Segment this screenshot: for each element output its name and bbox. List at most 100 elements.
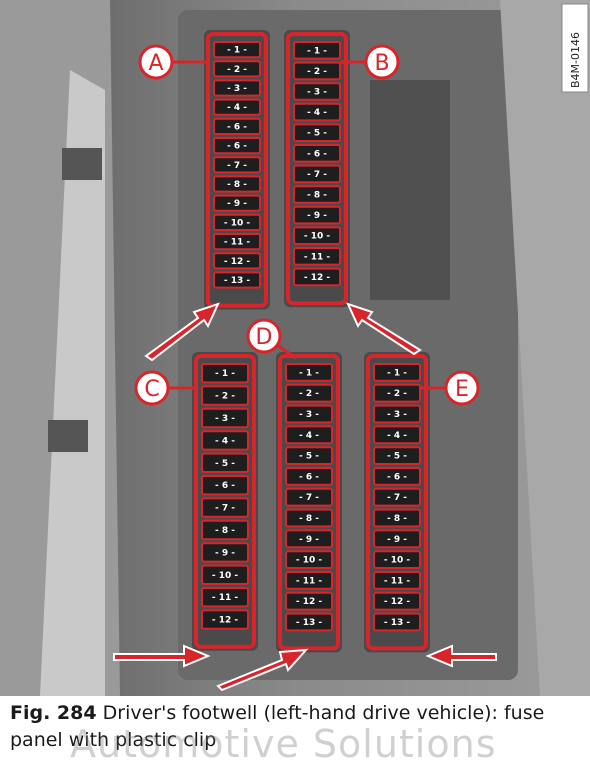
fuse-slot	[373, 363, 421, 382]
fuse-slot	[285, 487, 333, 507]
fuse-number: - 5 -	[387, 452, 407, 462]
callout-circle	[246, 318, 282, 354]
callout-circle	[134, 370, 170, 406]
fuse-number: - 7 -	[299, 493, 319, 503]
fuse-number: - 8 -	[299, 514, 319, 524]
fuse-number: - 7 -	[307, 170, 327, 180]
fuse-number: - 3 -	[299, 410, 319, 420]
caption-number: Fig. 284	[10, 702, 97, 724]
callout-label-d: D	[256, 325, 273, 350]
fuse-panel-illustration: B4M-0146 - 1 - - 2 - - 3 - - 4 - - 6 - - 6 - -…	[0, 0, 590, 696]
fuse-slot	[373, 550, 421, 570]
fuse-slot	[293, 144, 341, 163]
fuse-number: - 3 -	[307, 88, 327, 98]
fuse-slot	[213, 194, 261, 212]
fuse-slot	[373, 487, 421, 507]
fuse-number: - 9 -	[299, 535, 319, 545]
fuse-number: - 2 -	[299, 389, 319, 399]
fuse-number: - 2 -	[215, 392, 235, 402]
fuse-slot	[213, 137, 261, 155]
fuse-panel-e: - 1 -- 2 -- 3 -- 4 -- 5 -- 6 -- 7 -- 8 -…	[364, 352, 480, 653]
callout-label-b: B	[374, 51, 389, 76]
fuse-slot	[373, 404, 421, 424]
fuse-slot	[201, 407, 249, 429]
fuse-slot	[285, 571, 333, 590]
fuse-slot	[201, 430, 249, 451]
fuse-slot	[213, 79, 261, 97]
fuse-slot	[285, 425, 333, 445]
callout-label-e: E	[455, 377, 469, 402]
arrow-d-clip	[216, 648, 309, 692]
fuse-number: - 4 -	[387, 431, 407, 441]
fuse-number: - 2 -	[387, 389, 407, 399]
fuse-slot	[293, 102, 341, 122]
relay-mount	[370, 80, 450, 300]
fuse-slot	[293, 226, 341, 245]
fuse-slot	[373, 383, 421, 403]
fuse-slot	[285, 363, 333, 382]
fuse-slot	[285, 612, 333, 632]
left-trim-edge	[40, 70, 105, 696]
fuse-slot	[213, 117, 261, 136]
fuse-number: - 6 -	[227, 142, 247, 152]
fuse-number: - 4 -	[299, 431, 319, 441]
fuse-slot	[293, 185, 341, 204]
figure-id: B4M-0146	[569, 32, 582, 88]
fuse-number: - 2 -	[307, 67, 327, 77]
fuse-slot	[201, 452, 249, 474]
callout-circle	[138, 44, 174, 80]
fuse-slot	[373, 591, 421, 611]
fuse-number: - 10 -	[212, 571, 239, 581]
fuse-panel-a: - 1 -- 2 -- 3 -- 4 -- 6 -- 6 -- 7 -- 8 -…	[138, 30, 270, 310]
fuse-number: - 9 -	[227, 199, 247, 209]
fuse-slot	[213, 41, 261, 59]
fuse-slot	[293, 41, 341, 60]
fuse-number: - 12 -	[224, 257, 251, 267]
fuse-number: - 2 -	[227, 65, 247, 75]
fuse-slot	[213, 98, 261, 116]
fuse-slot	[201, 587, 249, 608]
trim-clip-upper	[62, 148, 102, 180]
fuse-panel-highlight	[366, 354, 428, 651]
fuse-number: - 7 -	[387, 493, 407, 503]
fuse-slot	[293, 61, 341, 81]
fuse-number: - 6 -	[227, 122, 247, 132]
fuse-slot	[201, 542, 249, 563]
trim-clip-lower	[48, 420, 88, 452]
fuse-panel-b: - 1 -- 2 -- 3 -- 4 -- 5 -- 6 -- 7 -- 8 -…	[284, 30, 400, 308]
fuse-slot	[373, 571, 421, 590]
fuse-panel-highlight	[206, 32, 268, 308]
fuse-slot	[373, 425, 421, 445]
figure-caption: Fig. 284 Driver's footwell (left-hand dr…	[10, 700, 580, 754]
fuse-number: - 11 -	[384, 576, 411, 586]
fuse-number: - 13 -	[224, 276, 251, 286]
fuse-slot	[213, 60, 261, 78]
fuse-number: - 13 -	[296, 618, 323, 628]
callout-circle	[444, 370, 480, 406]
fuse-number: - 12 -	[212, 616, 239, 626]
fuse-slot	[201, 519, 249, 541]
fuse-number: - 4 -	[215, 436, 235, 446]
arrow-b-clip	[346, 302, 422, 356]
fuse-slot	[373, 467, 421, 486]
fuse-number: - 9 -	[215, 548, 235, 558]
arrow-marks	[113, 302, 497, 692]
fuse-number: - 5 -	[299, 452, 319, 462]
fuse-number: - 1 -	[307, 46, 327, 56]
fuse-slot	[373, 508, 421, 528]
fuse-slot	[293, 205, 341, 225]
fuse-number: - 9 -	[307, 211, 327, 221]
fuse-slot	[285, 467, 333, 486]
fuse-slot	[201, 609, 249, 630]
fuse-slot	[293, 164, 341, 184]
fuse-slot	[201, 385, 249, 406]
figure-id-box	[561, 3, 589, 93]
fuse-number: - 3 -	[215, 414, 235, 424]
caption-text: Driver's footwell (left-hand drive vehic…	[10, 702, 545, 751]
fuse-number: - 7 -	[227, 161, 247, 171]
fuse-number: - 10 -	[224, 218, 251, 228]
fuse-number: - 10 -	[384, 556, 411, 566]
fuse-slot	[213, 175, 261, 193]
fuse-number: - 11 -	[224, 238, 251, 248]
fuse-slot	[285, 550, 333, 570]
